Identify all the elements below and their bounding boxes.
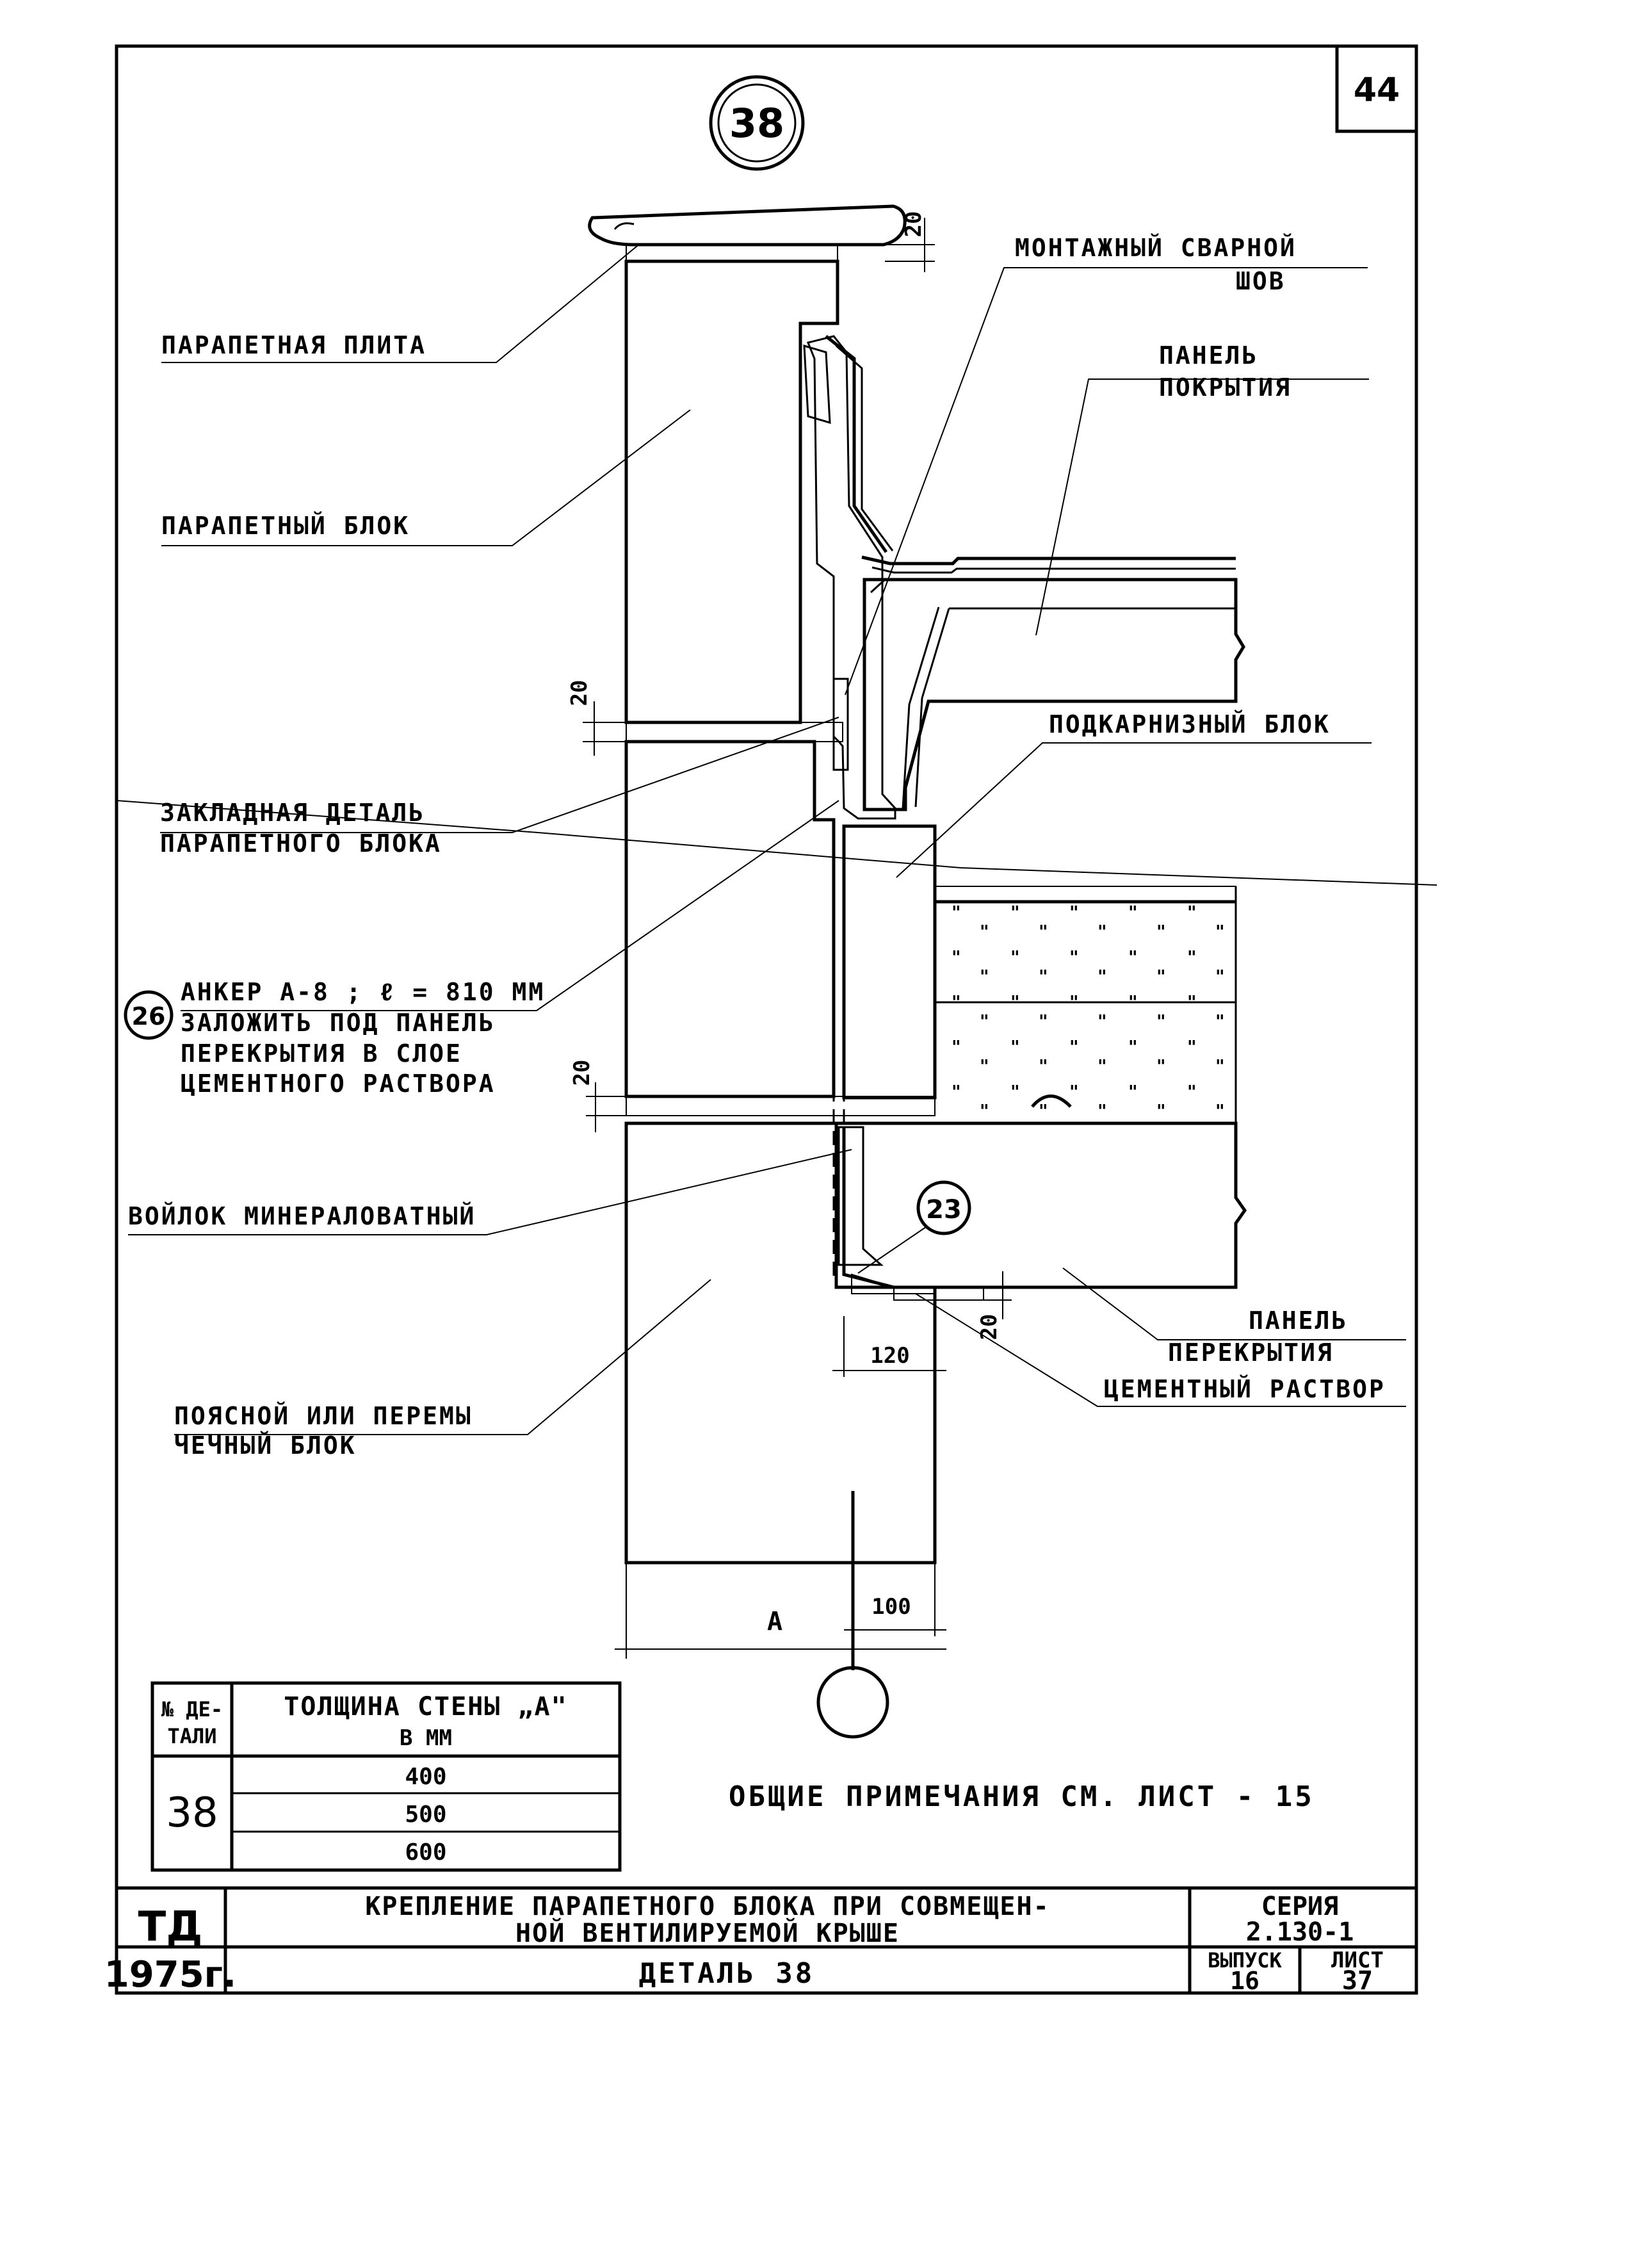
label-roof-panel-1: ПАНЕЛЬ: [1159, 341, 1258, 370]
table-detail: 38: [166, 1789, 218, 1837]
anchor-marker-text: 26: [132, 1002, 166, 1030]
page-number-box: [1335, 46, 1416, 133]
parapet-slab: [588, 204, 907, 247]
table-h-detail-1: № ДЕ-: [161, 1697, 223, 1721]
thickness-table: № ДЕ- ТАЛИ ТОЛЩИНА СТЕНЫ „А" В ММ 38 400…: [150, 1681, 622, 1872]
parapet-block: [624, 259, 839, 724]
scan-line: [116, 800, 1437, 886]
floor-panel: [834, 1121, 1247, 1289]
label-anchor-3: ПЕРЕКРЫТИЯ В СЛОЕ: [181, 1039, 462, 1068]
general-notes: ОБЩИЕ ПРИМЕЧАНИЯ СМ. ЛИСТ - 15: [729, 1780, 1315, 1813]
series-value: 2.130-1: [1246, 1917, 1354, 1947]
mineral-felt: [838, 1126, 884, 1266]
labels: ПАРАПЕТНАЯ ПЛИТА ПАРАПЕТНЫЙ БЛОК МОНТАЖН…: [124, 234, 1406, 1460]
dim-120: 120: [870, 1343, 909, 1369]
label-mortar: ЦЕМЕНТНЫЙ РАСТВОР: [1104, 1375, 1386, 1403]
mortar-joint-1: [626, 722, 843, 742]
sheet-frame: [115, 44, 1418, 1995]
label-floor-panel-1: ПАНЕЛЬ: [1249, 1306, 1348, 1335]
page-number: 44: [1354, 71, 1400, 110]
title-subtitle: ДЕТАЛЬ 38: [639, 1957, 814, 1990]
embedded-plate: [832, 678, 849, 771]
label-weld-2: ШОВ: [1236, 267, 1286, 295]
dim-a: А: [767, 1607, 782, 1636]
insulation-layer: [935, 904, 1236, 1123]
dim-mid-gap: 20: [567, 680, 592, 706]
floor-mortar: [851, 1273, 935, 1294]
label-embedded-1: ЗАКЛАДНАЯ ДЕТАЛЬ: [160, 799, 425, 827]
table-value-400: 400: [405, 1764, 446, 1790]
label-embedded-2: ПАРАПЕТНОГО БЛОКА: [160, 829, 442, 858]
label-belt-block-2: ЧЕЧНЫЙ БЛОК: [174, 1431, 357, 1460]
roof-mortar-top: [934, 886, 1236, 902]
slab-mortar: [626, 244, 838, 262]
label-parapet-block: ПАРАПЕТНЫЙ БЛОК: [161, 512, 410, 540]
label-anchor-1: АНКЕР А-8 ; ℓ = 810 ММ: [181, 978, 545, 1006]
label-floor-panel-2: ПЕРЕКРЫТИЯ: [1168, 1338, 1334, 1367]
title-year: 1975г.: [104, 1954, 236, 1996]
detail-marker-text: 38: [729, 100, 784, 147]
callout-23-text: 23: [926, 1195, 962, 1225]
sheet-value: 37: [1342, 1966, 1373, 1996]
dim-top-gap: 20: [901, 211, 927, 238]
dim-100: 100: [871, 1594, 911, 1620]
issue-value: 16: [1230, 1967, 1259, 1995]
subcornice-wall-block: [624, 740, 836, 1098]
subcornice-block: [842, 824, 937, 1100]
issue-label: ВЫПУСК: [1208, 1948, 1282, 1973]
title-org: ТД: [138, 1903, 203, 1951]
anchor-marker: [124, 990, 174, 1040]
roof-membrane: [861, 555, 1236, 566]
table-h-thickness-2: В ММ: [400, 1725, 452, 1751]
table-h-detail-2: ТАЛИ: [167, 1724, 216, 1748]
label-anchor-2: ЗАЛОЖИТЬ ПОД ПАНЕЛЬ: [181, 1009, 496, 1037]
dim-panel-gap: 20: [976, 1314, 1002, 1340]
label-roof-panel-2: ПОКРЫТИЯ: [1159, 373, 1292, 402]
title-line-2: НОЙ ВЕНТИЛИРУЕМОЙ КРЫШЕ: [515, 1917, 900, 1948]
title-block: ТД 1975г. КРЕПЛЕНИЕ ПАРАПЕТНОГО БЛОКА ПР…: [104, 1886, 1416, 1996]
label-anchor-4: ЦЕМЕНТНОГО РАСТВОРА: [181, 1070, 496, 1098]
series-label: СЕРИЯ: [1261, 1892, 1338, 1921]
label-parapet-slab: ПАРАПЕТНАЯ ПЛИТА: [161, 331, 426, 359]
title-line-1: КРЕПЛЕНИЕ ПАРАПЕТНОГО БЛОКА ПРИ СОВМЕЩЕН…: [365, 1892, 1049, 1921]
label-weld-1: МОНТАЖНЫЙ СВАРНОЙ: [1015, 234, 1297, 262]
roof-panel: [862, 578, 1245, 811]
dim-lower-gap: 20: [569, 1060, 595, 1086]
table-h-thickness-1: ТОЛЩИНА СТЕНЫ „А": [284, 1692, 567, 1721]
table-value-600: 600: [405, 1839, 446, 1866]
table-value-500: 500: [405, 1802, 446, 1828]
label-felt: ВОЙЛОК МИНЕРАЛОВАТНЫЙ: [128, 1202, 476, 1230]
detail-marker: 38: [709, 75, 805, 171]
callout-23: [916, 1180, 971, 1235]
sealing-strip: [803, 344, 831, 425]
section-drawing: [116, 204, 1437, 1739]
vent-tube: [1031, 1094, 1072, 1108]
label-belt-block-1: ПОЯСНОЙ ИЛИ ПЕРЕМЫ: [174, 1402, 473, 1430]
label-subcornice-block: ПОДКАРНИЗНЫЙ БЛОК: [1049, 710, 1331, 738]
roof-panel-rib: [914, 607, 1236, 808]
dimensions: 20 20 20 20 120 100 А: [567, 211, 1012, 1659]
sealing-concrete: [806, 335, 896, 820]
sheet-label: ЛИСТ: [1331, 1948, 1384, 1973]
axis-bubble: [816, 1666, 889, 1739]
